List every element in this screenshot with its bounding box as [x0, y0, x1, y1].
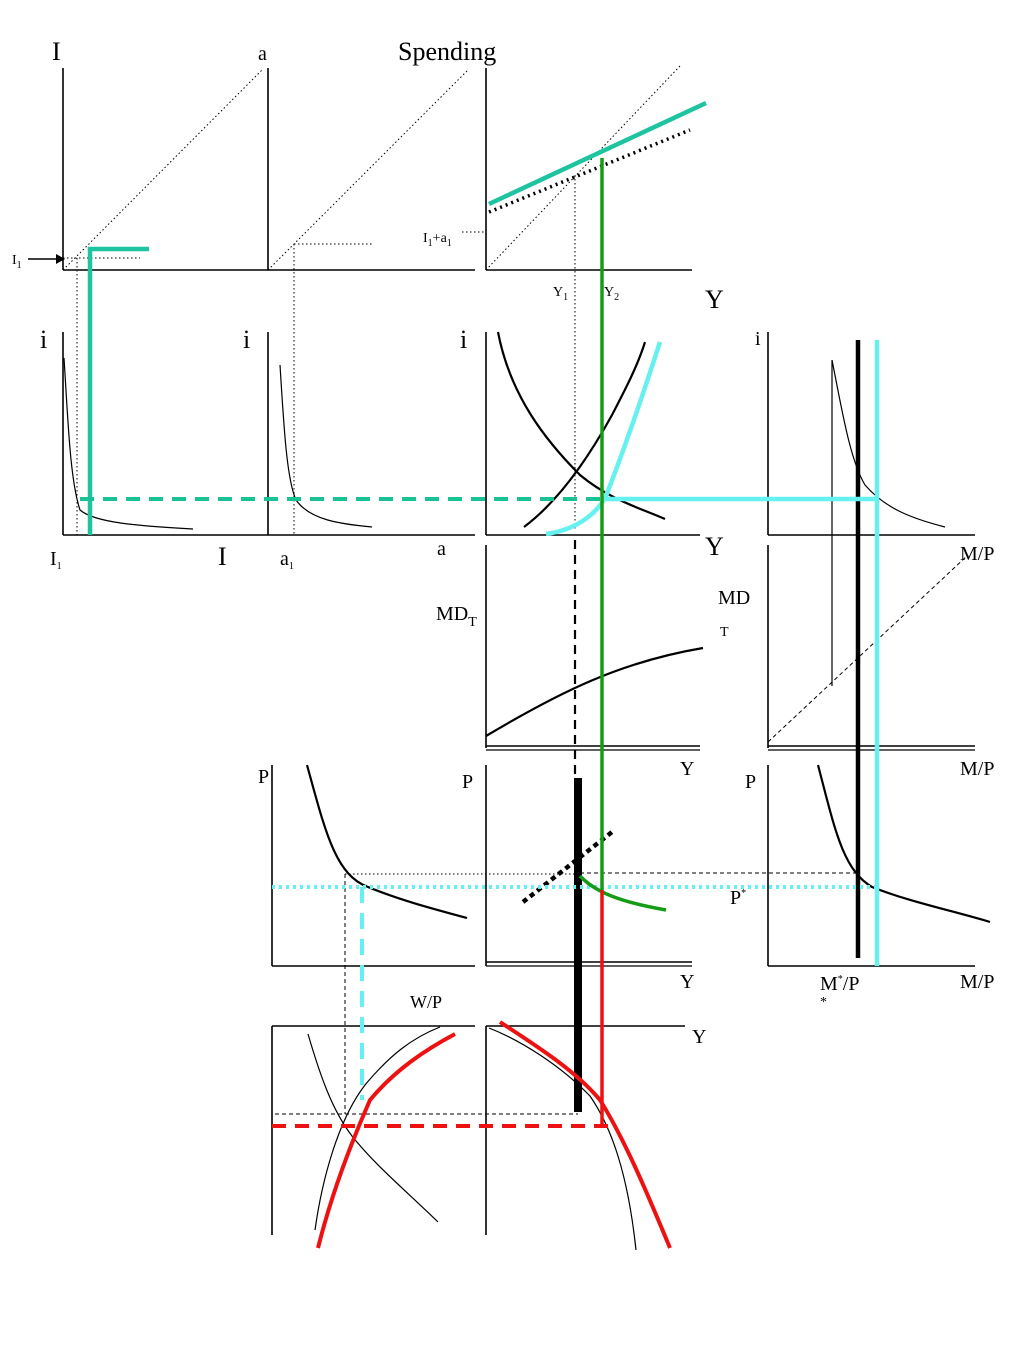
- label-Y2: Y2: [604, 285, 619, 303]
- production-function-red: [498, 1020, 672, 1249]
- label-Y-top: Y: [705, 285, 724, 314]
- production-function-curve: [488, 1027, 637, 1251]
- label-I-axis: I: [218, 542, 227, 571]
- label-Y-md: Y: [680, 758, 694, 780]
- aggregate-expenditure-new: [488, 100, 707, 207]
- label-MP-mid: M/P: [960, 543, 994, 565]
- label-i-4: i: [755, 328, 761, 350]
- label-I1-plus-a1: I1+a1: [423, 231, 452, 249]
- label-P-2: P: [462, 771, 473, 793]
- black-curves: [63, 128, 991, 1251]
- label-MP-p: M/P: [960, 971, 994, 993]
- investment-I1-line: [87, 246, 149, 535]
- label-Mstar-P: M*/P: [820, 973, 859, 995]
- labor-supply-red: [316, 1032, 456, 1249]
- ad-curve-green: [578, 874, 667, 912]
- label-i-3: i: [460, 325, 467, 354]
- investment-demand-curve: [63, 357, 194, 530]
- colored-curves: [80, 100, 880, 1249]
- label-I1-left: I1: [12, 253, 22, 271]
- label-Y1: Y1: [553, 285, 568, 303]
- price-curve-right: [816, 764, 991, 924]
- label-Mstar-under: *: [820, 995, 827, 1010]
- label-Y-bottom: Y: [692, 1026, 706, 1048]
- label-Pstar: P*: [730, 887, 746, 909]
- label-i-1: i: [40, 325, 47, 354]
- I1-arrow-head: [56, 254, 65, 264]
- mdt-45-line: [767, 554, 969, 743]
- mdt-curve: [485, 646, 704, 737]
- label-spending: Spending: [398, 37, 496, 66]
- label-a-top: a: [258, 43, 267, 65]
- label-I-top: I: [52, 37, 61, 66]
- I1-arrow: [28, 254, 65, 264]
- aggregate-expenditure-old: [488, 128, 691, 214]
- label-Y-p: Y: [680, 971, 694, 993]
- label-Y-mid: Y: [705, 532, 724, 561]
- label-MDT-right-sub: T: [720, 625, 729, 640]
- label-a-axis: a: [437, 538, 446, 560]
- lm-curve: [523, 341, 647, 528]
- guides: [62, 65, 681, 875]
- label-MDT-right: MD: [718, 587, 750, 609]
- label-i-2: i: [243, 325, 250, 354]
- label-WP: W/P: [410, 992, 442, 1012]
- labor-demand-curve: [307, 1033, 439, 1223]
- 45-degree-line-spending: [485, 65, 681, 271]
- labor-supply-curve: [314, 1026, 441, 1231]
- labels: I a Spending I1 I1+a1 Y1 Y2 Y i i i i I1…: [12, 37, 994, 1048]
- lm-curve-shifted: [545, 341, 663, 537]
- 45-degree-line-a: [267, 69, 469, 271]
- money-demand-curve: [831, 359, 946, 528]
- label-P-1: P: [258, 766, 269, 788]
- axes: [62, 68, 975, 1235]
- label-MDT-left: MDT: [436, 603, 477, 630]
- label-I1-axis: I1: [50, 548, 62, 572]
- 45-degree-line-I: [62, 69, 263, 271]
- label-a1-axis: a1: [280, 548, 294, 572]
- price-curve-left: [305, 764, 468, 920]
- label-MP-md: M/P: [960, 758, 994, 780]
- is-curve: [496, 331, 666, 521]
- as-curve-short: [521, 830, 614, 904]
- label-P-3: P: [745, 771, 756, 793]
